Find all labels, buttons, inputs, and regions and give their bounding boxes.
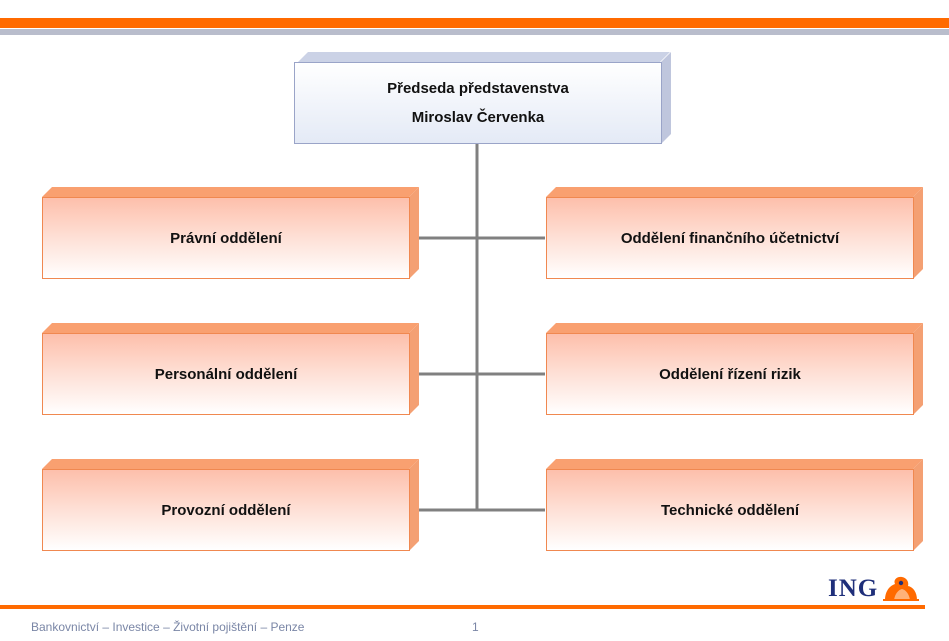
lion-icon bbox=[883, 576, 920, 601]
dept-label: Oddělení řízení rizik bbox=[659, 365, 801, 383]
dept-left-1-side-face bbox=[409, 187, 419, 279]
page-number: 1 bbox=[472, 620, 479, 634]
dept-left-1-top-face bbox=[42, 187, 419, 197]
header-grey-bar bbox=[0, 29, 949, 35]
dept-label: Technické oddělení bbox=[660, 501, 800, 519]
head-box-side-face bbox=[661, 52, 671, 144]
chairman-name: Miroslav Červenka bbox=[411, 109, 545, 126]
dept-left-2-side-face bbox=[409, 323, 419, 415]
footer-tagline: Bankovnictví – Investice – Životní pojiš… bbox=[31, 620, 305, 634]
ing-logo-text: ING bbox=[828, 575, 879, 602]
dept-right-1-top-face bbox=[546, 187, 923, 197]
dept-box-operations: Provozní oddělení bbox=[42, 469, 410, 551]
chairman-box: Předseda představenstva Miroslav Červenk… bbox=[294, 62, 662, 144]
header-orange-bar bbox=[0, 18, 949, 28]
dept-left-3-top-face bbox=[42, 459, 419, 469]
dept-box-financial-accounting: Oddělení finančního účetnictví bbox=[546, 197, 914, 279]
dept-box-personnel: Personální oddělení bbox=[42, 333, 410, 415]
dept-box-legal: Právní oddělení bbox=[42, 197, 410, 279]
footer-orange-bar bbox=[0, 605, 925, 609]
dept-right-2-top-face bbox=[546, 323, 923, 333]
dept-label: Provozní oddělení bbox=[161, 501, 291, 519]
dept-label: Právní oddělení bbox=[170, 229, 282, 247]
dept-right-1-side-face bbox=[913, 187, 923, 279]
ing-logo: ING bbox=[828, 574, 921, 604]
dept-label: Oddělení finančního účetnictví bbox=[620, 229, 840, 247]
dept-left-3-side-face bbox=[409, 459, 419, 551]
dept-right-3-side-face bbox=[913, 459, 923, 551]
dept-box-technical: Technické oddělení bbox=[546, 469, 914, 551]
dept-left-2-top-face bbox=[42, 323, 419, 333]
head-box-top-face bbox=[298, 52, 670, 62]
dept-right-2-side-face bbox=[913, 323, 923, 415]
dept-right-3-top-face bbox=[546, 459, 923, 469]
dept-box-risk-management: Oddělení řízení rizik bbox=[546, 333, 914, 415]
chairman-title: Předseda představenstva bbox=[387, 80, 569, 97]
dept-label: Personální oddělení bbox=[154, 365, 298, 383]
